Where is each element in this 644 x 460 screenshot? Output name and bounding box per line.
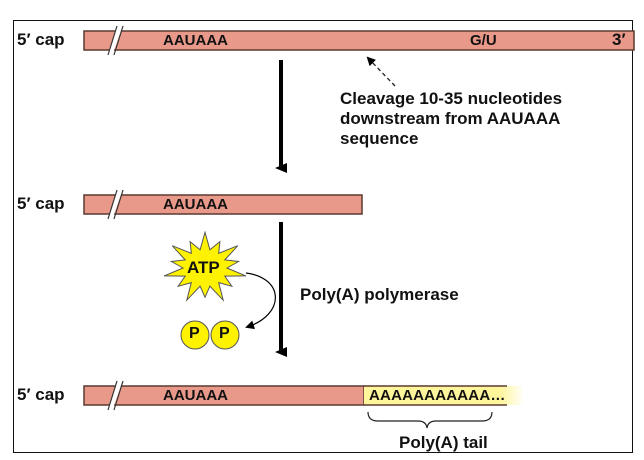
break-mark: [107, 380, 124, 411]
atp-starburst-icon: [163, 230, 247, 302]
polya-tail-bar: [364, 386, 524, 405]
break-mark: [107, 189, 124, 220]
cleavage-note-line: downstream from AAUAAA: [340, 109, 561, 128]
aauaaa-signal-label: AAUAAA: [163, 387, 228, 404]
cleavage-note: Cleavage 10-35 nucleotides downstream fr…: [340, 89, 562, 149]
three-prime-label: 3′: [612, 30, 626, 49]
mrna-bar: [83, 30, 635, 51]
five-prime-cap-label: 5′ cap: [17, 194, 65, 213]
five-prime-cap-label: 5′ cap: [17, 385, 65, 404]
cleavage-site-label: G/U: [470, 32, 497, 49]
mrna-strand-middle: [83, 189, 363, 220]
mrna-bar: [83, 194, 363, 215]
polya-brace: [367, 411, 493, 429]
phosphate-icon: [210, 320, 240, 350]
enzyme-label: Poly(A) polymerase: [300, 285, 459, 304]
diagram-frame: [13, 20, 633, 453]
phosphate-label: P: [219, 325, 230, 342]
cleavage-pointer: [366, 56, 396, 87]
atp-label: ATP: [187, 258, 220, 277]
aauaaa-signal-label: AAUAAA: [163, 196, 228, 213]
five-prime-cap-label: 5′ cap: [17, 30, 65, 49]
cleavage-note-line: sequence: [340, 129, 419, 148]
mrna-strand-top: [83, 25, 635, 56]
polya-tail-label: Poly(A) tail: [399, 433, 488, 452]
mrna-strand-bottom: [83, 380, 524, 411]
polya-sequence-label: AAAAAAAAAAA…: [369, 387, 506, 404]
cleavage-note-line: Cleavage 10-35 nucleotides: [340, 89, 563, 108]
phosphate-label: P: [189, 325, 200, 342]
break-mark: [107, 25, 124, 56]
aauaaa-signal-label: AAUAAA: [163, 32, 228, 49]
phosphate-icon: [180, 320, 210, 350]
atp-to-pp-arrow: [245, 272, 276, 330]
